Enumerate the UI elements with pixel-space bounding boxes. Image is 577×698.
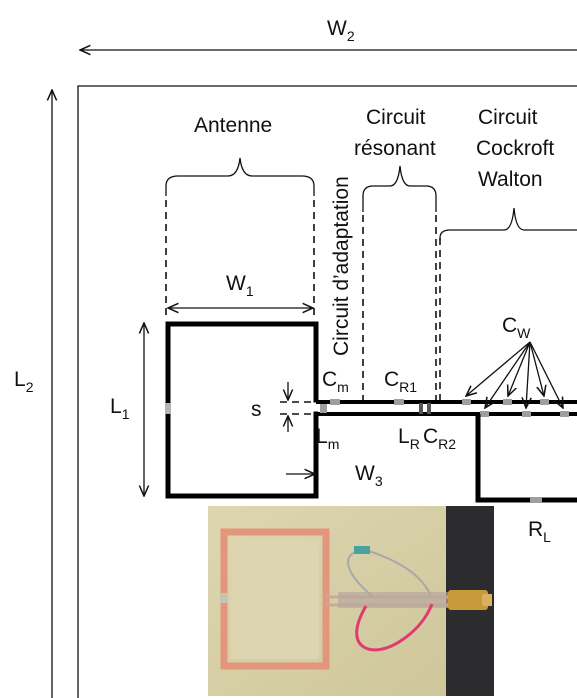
antenne-brace: [165, 157, 315, 196]
circuit-resonant-label-line2: résonant: [354, 137, 436, 160]
photo-pink-wire: [355, 603, 434, 652]
lr-label: LR: [398, 425, 420, 452]
cockroft-walton-label-line3: Walton: [478, 168, 543, 191]
cw-pointer-6: [529, 341, 563, 408]
w1-label: W1: [226, 272, 254, 299]
photo-gray-wire: [347, 549, 431, 597]
cr2-label: CR2: [423, 425, 456, 452]
cw-cap-5: [540, 399, 549, 405]
cr1-label: CR1: [384, 368, 417, 395]
cockroft-walton-brace: [439, 207, 577, 240]
cr2-component: [427, 403, 431, 414]
cw-pointer-1: [466, 341, 531, 396]
cw-pointer-2: [485, 341, 531, 408]
photo-connector-tip: [482, 594, 492, 606]
cr1-component: [394, 399, 404, 405]
circuit-adaptation-label: Circuit d’adaptation: [330, 176, 353, 356]
cockroft-walton-label-line1: Circuit: [478, 106, 538, 129]
w2-label: W2: [327, 17, 355, 44]
photo-components-strip: [338, 592, 448, 608]
rl-component: [530, 497, 542, 503]
cw-pointer-4: [526, 341, 530, 408]
antenna-loop-trace: [165, 321, 319, 499]
board-outline: [77, 85, 577, 698]
w3-label: W3: [355, 462, 383, 489]
cm-component: [330, 399, 340, 405]
cm-label: Cm: [322, 368, 349, 395]
cw-cap-3: [503, 399, 512, 405]
l1-label: L1: [110, 395, 130, 422]
photo-teal-component: [354, 546, 370, 554]
rl-label: RL: [528, 518, 551, 545]
resonant-brace: [362, 165, 437, 212]
load-trace: [475, 414, 577, 503]
cw-cap-6: [560, 411, 569, 417]
cw-label: CW: [502, 314, 531, 341]
l2-label: L2: [14, 368, 34, 395]
circuit-resonant-label-line1: Circuit: [366, 106, 426, 129]
cw-cap-1: [462, 399, 471, 405]
prototype-photo: [208, 506, 494, 696]
s-label: s: [251, 398, 262, 421]
antenna-gap: [165, 403, 171, 414]
lm-component: [320, 404, 327, 413]
lr-component: [419, 403, 423, 414]
cockroft-walton-label-line2: Cockroft: [476, 137, 554, 160]
cw-pointer-5: [529, 341, 544, 396]
photo-loop-gap: [220, 593, 228, 603]
lm-label: Lm: [316, 425, 339, 452]
cw-cap-2: [480, 411, 489, 417]
cw-cap-4: [522, 411, 531, 417]
antenne-label: Antenne: [194, 114, 272, 137]
cw-pointer-3: [508, 341, 531, 396]
photo-connector: [448, 590, 488, 610]
photo-loop-inner: [231, 539, 319, 659]
